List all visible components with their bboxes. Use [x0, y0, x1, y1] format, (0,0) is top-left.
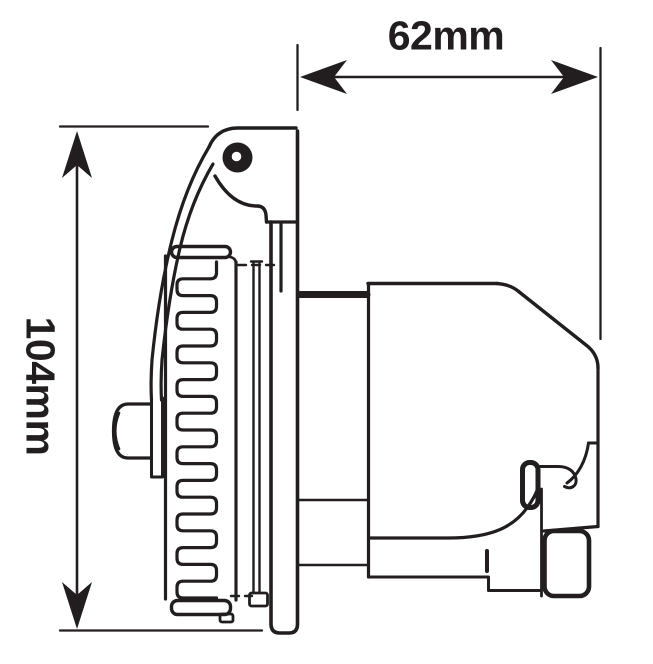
- body-chamfer: [495, 281, 600, 370]
- strap-outer-line: [149, 145, 211, 402]
- arrowhead-right-icon: [551, 60, 598, 94]
- flange-outline: [269, 129, 300, 635]
- cap-top-rim: [169, 244, 233, 260]
- bracket-top-edge: [207, 126, 298, 149]
- clip-hook-curve: [537, 465, 578, 490]
- width-dimension: [296, 43, 602, 341]
- mounting-flange: [269, 129, 300, 635]
- bracket-lower-edge: [213, 174, 269, 224]
- height-dimension: [58, 125, 264, 632]
- cap-bottom-rim: [169, 598, 233, 617]
- strap-inner-line: [159, 162, 215, 402]
- arrowhead-down-icon: [62, 582, 92, 629]
- cap-bottom-tab: [218, 612, 235, 624]
- arrowhead-left-icon: [300, 60, 347, 94]
- gasket-trim-ring: [229, 260, 276, 608]
- gasket-foot: [248, 591, 269, 608]
- width-dimension-label: 62mm: [387, 12, 505, 59]
- hinge-pin-hole: [231, 151, 242, 162]
- gland-body: [542, 528, 592, 599]
- clip-slot: [520, 460, 541, 510]
- knob-backplate: [150, 396, 164, 479]
- knob-outline: [111, 402, 153, 460]
- knob-face-arc: [113, 411, 121, 451]
- ribbed-cover-cap: [163, 244, 238, 624]
- height-dimension-label: 104mm: [17, 316, 64, 456]
- cable-gland: [542, 524, 600, 599]
- cap-ribs-serrations: [175, 260, 219, 600]
- cable-clip: [520, 441, 600, 598]
- spring-strap: [149, 145, 215, 402]
- hinge-bracket: [207, 126, 298, 293]
- clip-lever-curve: [565, 441, 590, 485]
- rear-housing: [296, 281, 600, 592]
- body-skirt: [367, 575, 542, 592]
- body-bottom-cove: [367, 487, 540, 540]
- latch-knob: [111, 396, 164, 479]
- arrowhead-up-icon: [62, 131, 92, 178]
